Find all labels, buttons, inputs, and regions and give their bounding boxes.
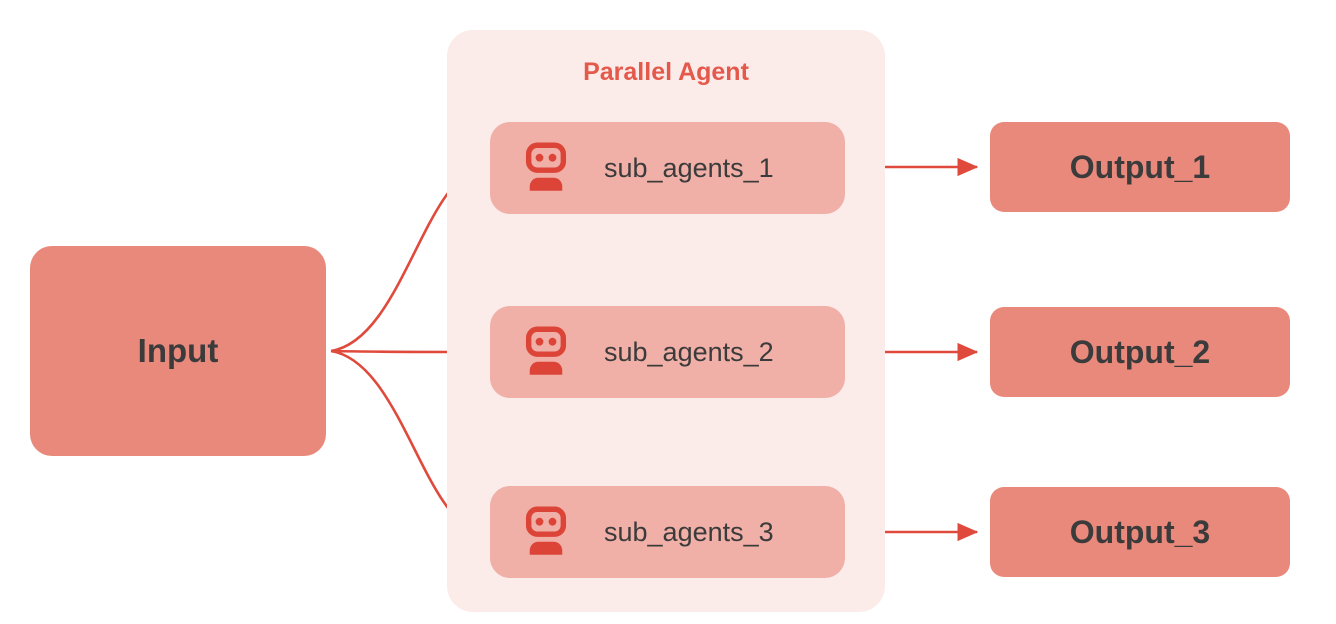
input-node: Input [30,246,326,456]
output-node-3: Output_3 [990,487,1290,577]
output-label: Output_2 [1069,333,1211,370]
sub-agent-label: sub_agents_1 [604,152,774,183]
output-node-2: Output_2 [990,307,1290,397]
output-label: Output_1 [1069,148,1211,185]
input-label: Input [137,332,219,369]
sub-agent-node-3: sub_agents_3 [490,486,845,578]
robot-icon [525,506,567,555]
output-label: Output_3 [1069,513,1211,550]
robot-icon [525,326,567,375]
parallel-agent-title: Parallel Agent [583,58,749,86]
sub-agent-label: sub_agents_3 [604,516,774,547]
sub-agent-node-1: sub_agents_1 [490,122,845,214]
output-node-1: Output_1 [990,122,1290,212]
robot-icon [525,142,567,191]
sub-agent-label: sub_agents_2 [604,336,774,367]
sub-agent-node-2: sub_agents_2 [490,306,845,398]
